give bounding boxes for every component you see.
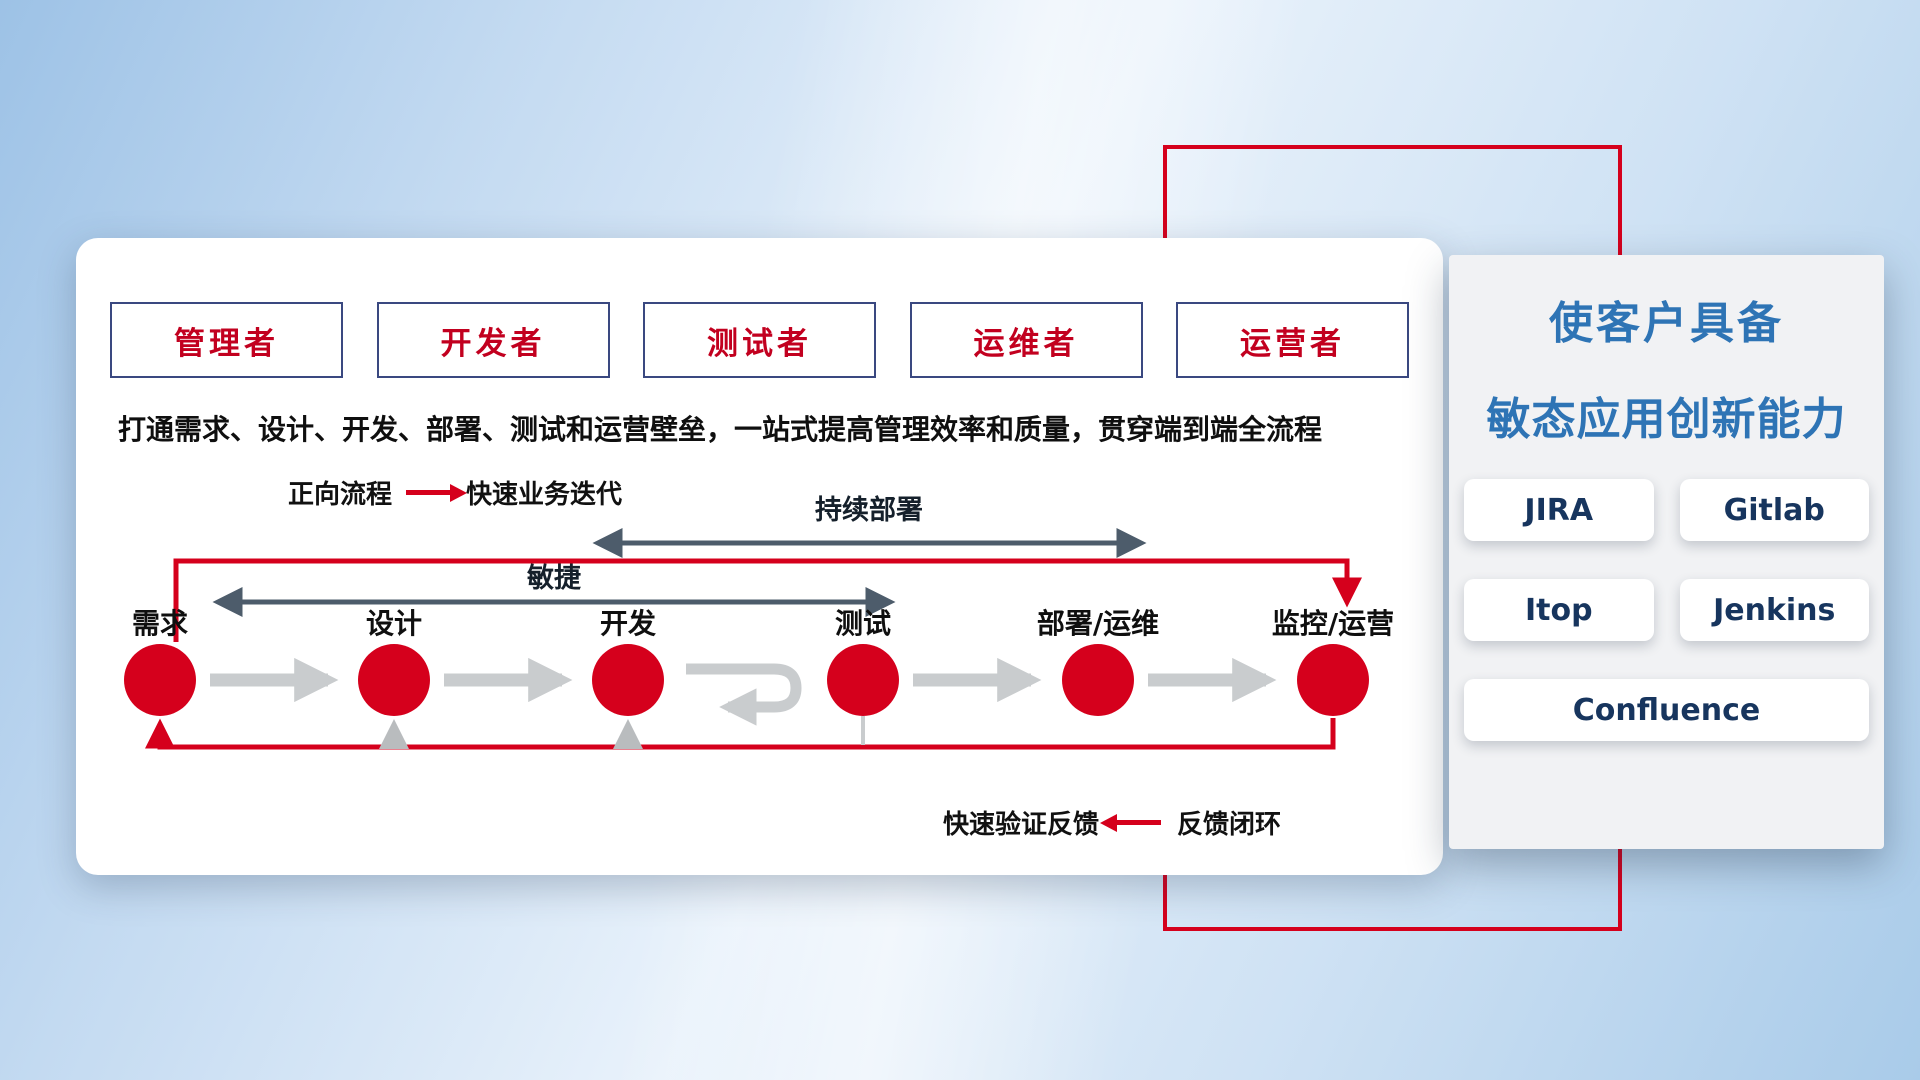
forward-flow-legend: 正向流程 快速业务迭代 — [288, 474, 622, 511]
stage-label-monitor-operate: 监控/运营 — [1271, 607, 1395, 640]
stage-label-development: 开发 — [599, 607, 657, 640]
forward-loop-line — [173, 558, 1362, 642]
feedback-arrow-icon — [1100, 813, 1162, 832]
stage-label-design: 设计 — [365, 607, 423, 640]
flow-diagram — [124, 528, 1369, 750]
feedback-loop-line — [145, 718, 1336, 750]
tool-badge-jira: JIRA — [1464, 479, 1654, 541]
panel-title: 使客户具备 敏态应用创新能力 — [1449, 255, 1884, 447]
role-label: 测试者 — [707, 325, 812, 362]
role-box-tester: 测试者 — [643, 302, 876, 378]
role-label: 管理者 — [174, 325, 279, 362]
panel-title-line2: 敏态应用创新能力 — [1486, 394, 1847, 445]
tool-badge-jenkins: Jenkins — [1679, 579, 1869, 641]
forward-flow-label: 正向流程 — [288, 480, 393, 510]
feedback-label: 反馈闭环 — [1177, 810, 1282, 840]
stage-node-monitor-operate — [1297, 644, 1369, 716]
stage-node-deploy-ops — [1062, 644, 1134, 716]
stage-node-requirements — [124, 644, 196, 716]
role-box-developer: 开发者 — [376, 302, 610, 378]
continuous-deployment-label: 持续部署 — [815, 495, 923, 526]
tool-badge-gitlab: Gitlab — [1679, 479, 1869, 541]
tool-grid: JIRA Gitlab Itop Jenkins Confluence — [1464, 479, 1869, 741]
stage-label-requirements: 需求 — [131, 607, 189, 640]
role-label: 运营者 — [1240, 325, 1345, 362]
feedback-caption: 快速验证反馈 — [943, 810, 1100, 840]
feedback-legend: 快速验证反馈 反馈闭环 — [943, 804, 1281, 841]
tool-badge-itop: Itop — [1464, 579, 1654, 641]
role-label: 运维者 — [973, 325, 1079, 362]
forward-arrow-icon — [406, 483, 468, 502]
stage-node-design — [358, 644, 430, 716]
flow-description: 打通需求、设计、开发、部署、测试和运营壁垒，一站式提高管理效率和质量，贯穿端到端… — [118, 413, 1323, 446]
devops-flow-card: 管理者 开发者 测试者 运维者 运营者 打通需求、设计、开发、部署、测试和运营壁… — [76, 238, 1443, 875]
role-box-manager: 管理者 — [110, 302, 343, 378]
stage-label-testing: 测试 — [834, 607, 892, 640]
role-box-ops: 运维者 — [909, 302, 1143, 378]
forward-flow-caption: 快速业务迭代 — [466, 480, 623, 510]
stage-node-development — [592, 644, 664, 716]
tool-badge-confluence: Confluence — [1464, 679, 1869, 741]
capability-panel: 使客户具备 敏态应用创新能力 JIRA Gitlab Itop Jenkins … — [1449, 255, 1884, 849]
panel-title-line1: 使客户具备 — [1549, 298, 1784, 349]
iteration-loop-arrow — [686, 663, 802, 726]
role-box-operator: 运营者 — [1176, 302, 1409, 378]
role-row: 管理者 开发者 测试者 运维者 运营者 — [110, 302, 1409, 378]
role-label: 开发者 — [440, 325, 546, 362]
stage-node-testing — [827, 644, 899, 716]
stage-label-deploy-ops: 部署/运维 — [1036, 607, 1160, 640]
